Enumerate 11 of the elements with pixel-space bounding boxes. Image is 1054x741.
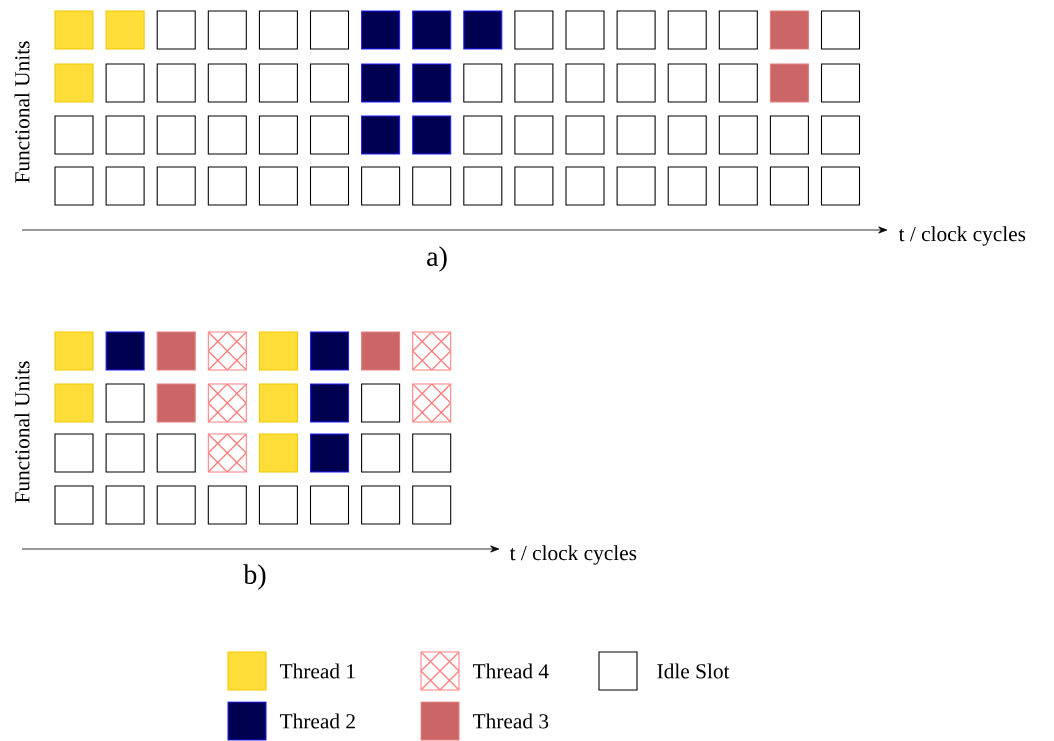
axis-label: t / clock cycles <box>898 226 1026 246</box>
panel-label: b) <box>243 564 266 590</box>
axis-label: Functional Units <box>14 41 30 183</box>
legend-label: Thread 4 <box>473 663 549 679</box>
panel-label: a) <box>427 246 447 272</box>
legend-label: Thread 1 <box>280 663 355 679</box>
axis-label: t / clock cycles <box>509 545 637 565</box>
legend-label: Idle Slot <box>657 663 730 679</box>
legend-label: Thread 3 <box>473 713 549 729</box>
legend-label: Thread 2 <box>280 713 355 729</box>
axis-label: Functional Units <box>14 361 30 503</box>
